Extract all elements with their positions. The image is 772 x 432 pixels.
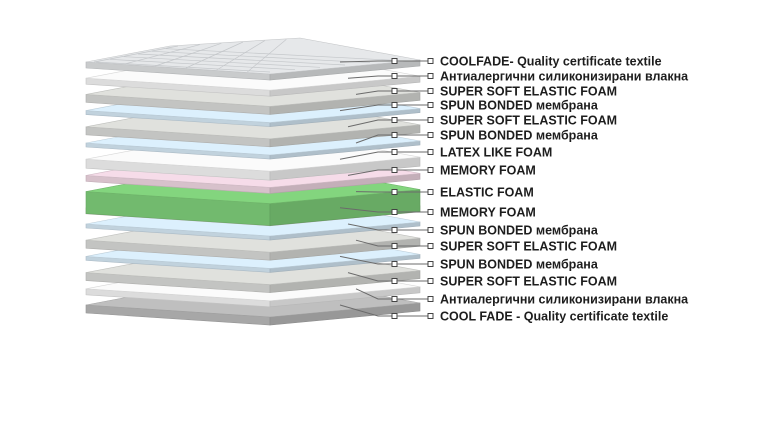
leader-lines bbox=[339, 58, 434, 319]
leader-line bbox=[347, 272, 434, 284]
leader-line bbox=[339, 102, 434, 112]
leader-line bbox=[339, 207, 434, 215]
layer-label: SPUN BONDED мембрана bbox=[440, 99, 599, 113]
layer-label: SUPER SOFT ELASTIC FOAM bbox=[440, 114, 617, 128]
layer-label: SPUN BONDED мембрана bbox=[440, 224, 599, 238]
layer-label: Антиалергични силиконизирани влакна bbox=[440, 293, 689, 307]
leader-line bbox=[339, 58, 434, 64]
layer-label: SUPER SOFT ELASTIC FOAM bbox=[440, 85, 617, 99]
layer-labels: COOLFADE- Quality certificate textileАнт… bbox=[440, 55, 689, 324]
layer-label: LATEX LIKE FOAM bbox=[440, 146, 552, 160]
layer-label: SUPER SOFT ELASTIC FOAM bbox=[440, 240, 617, 254]
layer-label: MEMORY FOAM bbox=[440, 164, 536, 178]
mattress-layer bbox=[85, 37, 421, 81]
layer-label: MEMORY FOAM bbox=[440, 206, 536, 220]
leader-line bbox=[339, 255, 434, 267]
leader-line bbox=[355, 132, 434, 144]
layer-label: COOL FADE - Quality certificate textile bbox=[440, 310, 668, 324]
leader-line bbox=[347, 167, 434, 176]
layer-label: Антиалергични силиконизирани влакна bbox=[440, 70, 689, 84]
layer-label: SPUN BONDED мембрана bbox=[440, 129, 599, 143]
layer-label: COOLFADE- Quality certificate textile bbox=[440, 55, 662, 69]
layer-label: ELASTIC FOAM bbox=[440, 186, 534, 200]
leader-line bbox=[355, 239, 434, 249]
leader-line bbox=[355, 88, 434, 95]
mattress-stack bbox=[85, 37, 421, 326]
leader-line bbox=[355, 189, 434, 195]
layer-top-face bbox=[85, 37, 421, 75]
leader-line bbox=[339, 304, 434, 319]
layer-label: SUPER SOFT ELASTIC FOAM bbox=[440, 275, 617, 289]
quilt-pattern bbox=[93, 39, 396, 73]
layer-label: SPUN BONDED мембрана bbox=[440, 258, 599, 272]
leader-line bbox=[347, 117, 434, 128]
leader-line bbox=[347, 73, 434, 79]
leader-line bbox=[355, 288, 434, 302]
leader-line bbox=[347, 223, 434, 233]
leader-line bbox=[339, 149, 434, 160]
